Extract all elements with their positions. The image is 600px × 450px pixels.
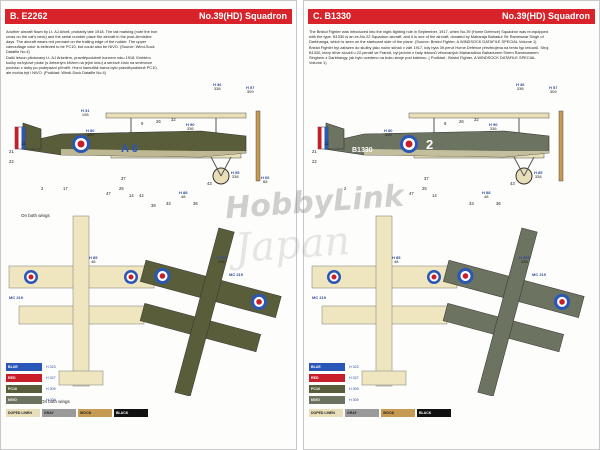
left-desc-en: Another aircraft flown by Lt. AJ Arkell,…	[6, 29, 158, 54]
left-side-profile	[14, 110, 261, 185]
right-description: The Bristol Fighter was introduced into …	[309, 29, 549, 66]
left-callout: 42	[139, 193, 144, 198]
left-both-wings-top: On both wings	[21, 213, 50, 218]
right-callout: 14	[432, 193, 437, 198]
right-title-bar: C. B1330 No.39(HD) Squadron	[308, 9, 595, 24]
right-callout: 26	[459, 119, 464, 124]
right-page: C. B1330 No.39(HD) Squadron The Bristol …	[303, 0, 600, 450]
right-plan-ref: MC 219	[312, 295, 327, 300]
left-title-squadron: No.39(HD) Squadron	[198, 11, 287, 21]
left-both-wings-bottom: On both wings	[41, 399, 70, 404]
left-plan-ref: MC 219	[229, 272, 244, 277]
right-callout: 25	[422, 186, 427, 191]
right-callout: 22	[312, 159, 317, 164]
left-callout: 22	[9, 159, 14, 164]
left-desc-cz: Další letoun pilotovaný Lt. AJ Arkellem,…	[6, 55, 158, 75]
right-fuselage-number: 2	[426, 137, 434, 152]
right-title-squadron: No.39(HD) Squadron	[501, 11, 590, 21]
left-page: B. E2262 No.39(HD) Squadron Another airc…	[0, 0, 297, 450]
left-plan-views	[8, 215, 282, 396]
left-callout: 38	[151, 203, 156, 208]
left-bottom-swatches: DOPED LINEN GRAY WOOD BLACK	[6, 409, 148, 417]
right-callout: 9	[444, 121, 447, 126]
left-callout: 33	[166, 201, 171, 206]
left-callout: 37	[121, 176, 126, 181]
left-callout: 36	[193, 201, 198, 206]
left-callout: 43	[207, 181, 212, 186]
watermark-japan: Japan	[233, 218, 352, 272]
left-callout: 12	[21, 141, 26, 146]
left-callout: 26	[156, 119, 161, 124]
right-desc-en: The Bristol Fighter was introduced into …	[309, 29, 548, 44]
left-callout: 2	[41, 186, 44, 191]
swatch: GRAY	[345, 409, 379, 417]
left-callout: 14	[129, 193, 134, 198]
left-plan-ref: MC 219	[9, 295, 24, 300]
right-side-profile	[317, 110, 564, 185]
right-bottom-swatches: DOPED LINEN GRAY WOOD BLACK	[309, 409, 451, 417]
left-callout: 21	[9, 149, 14, 154]
left-callout: 17	[63, 186, 68, 191]
right-callout: 43	[510, 181, 515, 186]
left-callout: 47	[106, 191, 111, 196]
right-callout: 2	[344, 186, 347, 191]
right-callout: 47	[409, 191, 414, 196]
left-callout: 32	[171, 117, 176, 122]
right-title-code: C. B1330	[313, 11, 352, 21]
swatch: DOPED LINEN	[309, 409, 343, 417]
swatch: DOPED LINEN	[6, 409, 40, 417]
swatch: BLACK	[114, 409, 148, 417]
swatch: BLACK	[417, 409, 451, 417]
right-plan-views	[311, 215, 585, 396]
right-callout: 12	[324, 141, 329, 146]
left-title-code: B. E2262	[10, 11, 48, 21]
swatch: GRAY	[42, 409, 76, 417]
right-callout: 33	[469, 201, 474, 206]
left-fuselage-code: A 6	[121, 143, 138, 155]
right-callout: 21	[312, 149, 317, 154]
right-callout: 32	[474, 117, 479, 122]
left-callout: 25	[119, 186, 124, 191]
right-plan-ref: MC 219	[532, 272, 547, 277]
right-callout: 36	[496, 201, 501, 206]
right-fuselage-code: B1330	[352, 147, 373, 154]
right-desc-cz: Bristol Fighter byl zařazen do služby ja…	[309, 45, 549, 65]
left-description: Another aircraft flown by Lt. AJ Arkell,…	[6, 29, 158, 76]
left-title-bar: B. E2262 No.39(HD) Squadron	[5, 9, 292, 24]
left-callout: 9	[141, 121, 144, 126]
swatch: WOOD	[381, 409, 415, 417]
right-callout: 37	[424, 176, 429, 181]
swatch: WOOD	[78, 409, 112, 417]
